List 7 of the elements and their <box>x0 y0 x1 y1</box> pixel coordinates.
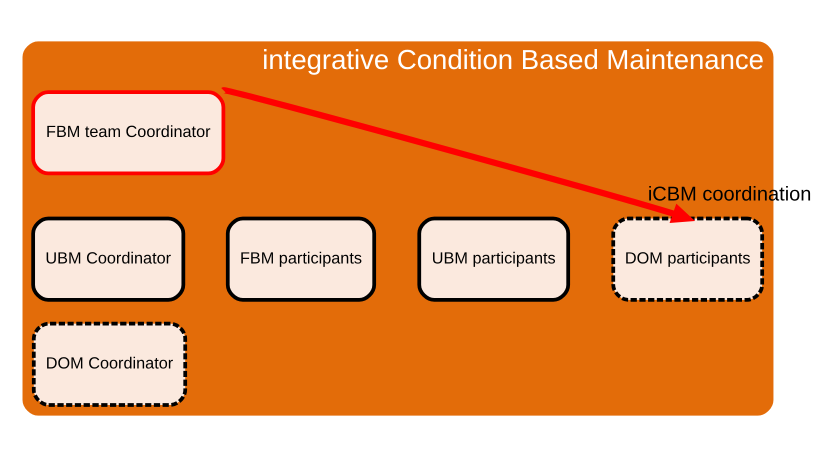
node-box: FBM team Coordinator <box>31 90 226 176</box>
node-box: UBM Coordinator <box>31 216 186 302</box>
node-box: UBM participants <box>417 216 570 302</box>
node-box: DOM Coordinator <box>32 322 188 407</box>
arrow <box>222 87 696 224</box>
node-box: FBM participants <box>226 216 376 302</box>
node-box: DOM participants <box>611 216 764 302</box>
